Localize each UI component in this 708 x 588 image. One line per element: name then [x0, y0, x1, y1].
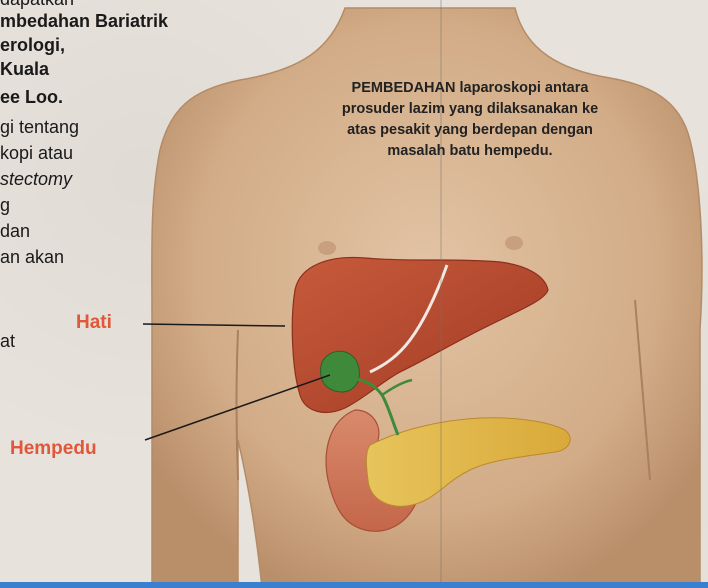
illustration-caption: PEMBEDAHAN laparoskopi antara prosuder l… — [330, 78, 610, 162]
gallbladder-organ — [321, 351, 360, 392]
article-line: mbedahan Bariatrik — [0, 10, 168, 32]
left-nipple — [318, 241, 336, 255]
article-line: Kuala — [0, 58, 49, 80]
label-hati: Hati — [76, 312, 112, 334]
right-nipple — [505, 236, 523, 250]
article-line: ee Loo. — [0, 86, 63, 108]
article-line: an akan — [0, 246, 64, 268]
article-line: g — [0, 194, 10, 216]
label-hempedu: Hempedu — [10, 438, 97, 460]
article-line: kopi atau — [0, 142, 73, 164]
article-line: stectomy — [0, 168, 72, 190]
article-line: dan — [0, 220, 30, 242]
article-line: dapatkan — [0, 0, 74, 10]
caption-lead: PEMBEDAHAN — [352, 80, 456, 96]
article-line: gi tentang — [0, 116, 79, 138]
bottom-color-bar — [0, 582, 708, 588]
article-line: erologi, — [0, 34, 65, 56]
article-line: at — [0, 330, 15, 352]
